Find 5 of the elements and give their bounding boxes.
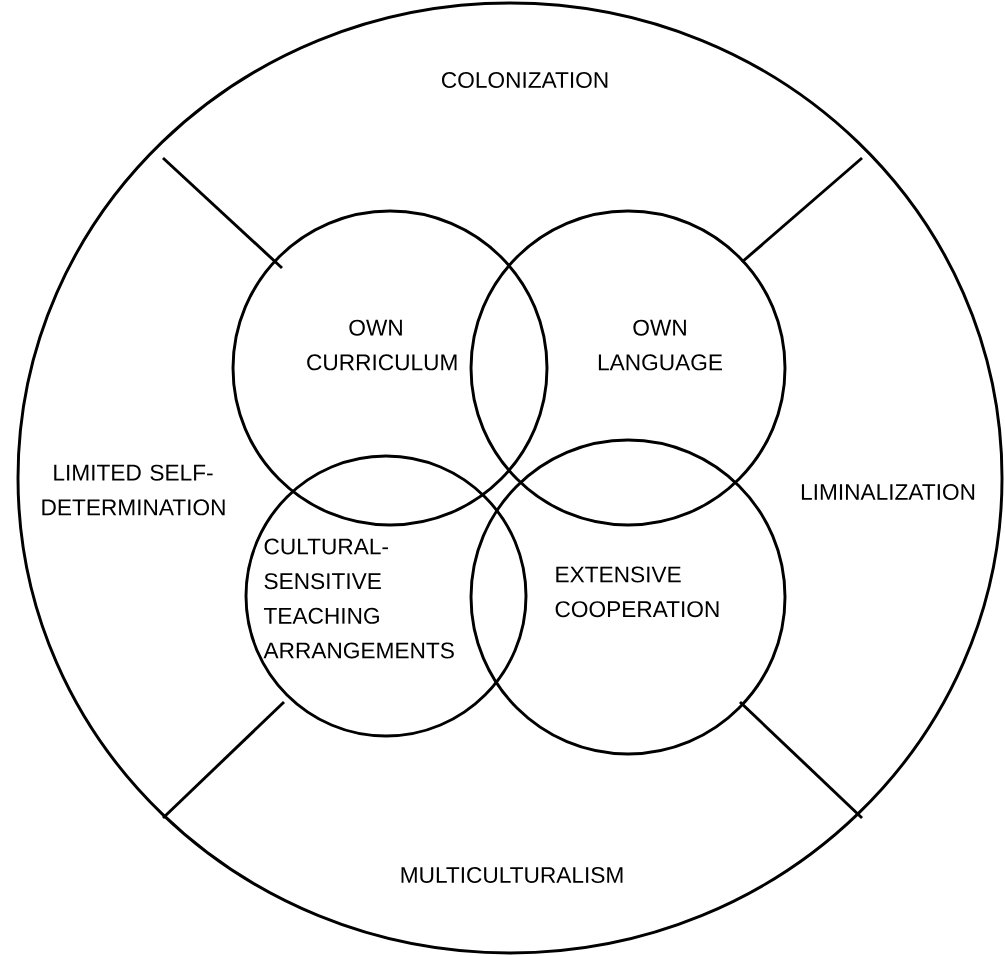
sector-label: COLONIZATION [442,71,608,89]
outer-circle [16,1,1004,955]
sector-label: MULTICULTURALISM [401,867,623,884]
sector-label: LIMINALIZATION [801,484,975,501]
sector-label: LIMITED SELF-DETERMINATION [42,464,225,516]
